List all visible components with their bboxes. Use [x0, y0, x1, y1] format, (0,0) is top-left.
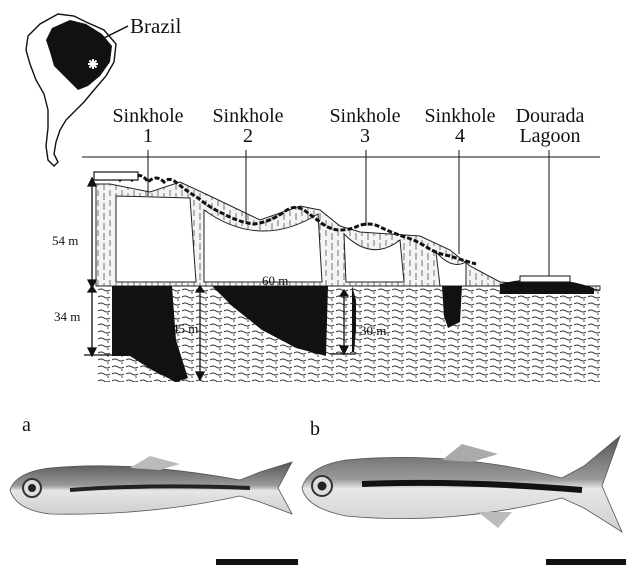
- height-54-label: 54 m: [52, 234, 78, 247]
- height-34-label: 34 m: [54, 310, 80, 323]
- brazil-leader-line: [104, 26, 128, 38]
- house-icon: [94, 172, 138, 180]
- sinkhole-2-label: Sinkhole 2: [198, 106, 298, 146]
- sinkhole-3-number: 3: [315, 126, 415, 146]
- lagoon-label-line1: Dourada: [510, 106, 590, 126]
- width-60-label: 60 m: [262, 274, 288, 287]
- scale-bar-a: [216, 559, 298, 565]
- scale-bar-b: [546, 559, 626, 565]
- sinkhole-4-label: Sinkhole 4: [410, 106, 510, 146]
- sinkhole-3-label: Sinkhole 3: [315, 106, 415, 146]
- panel-b-label: b: [310, 418, 320, 441]
- lagoon-boat: [520, 276, 570, 282]
- sinkhole-4-name: Sinkhole: [410, 106, 510, 126]
- fish-a-image: [10, 456, 292, 514]
- sinkhole-1-number: 1: [98, 126, 198, 146]
- sinkhole-2-name: Sinkhole: [198, 106, 298, 126]
- lagoon-label-line2: Lagoon: [510, 126, 590, 146]
- fish-b-image: [302, 436, 622, 532]
- lagoon-label: Dourada Lagoon: [510, 106, 590, 146]
- sinkhole-4-number: 4: [410, 126, 510, 146]
- sinkhole-3-name: Sinkhole: [315, 106, 415, 126]
- panel-a-label: a: [22, 414, 31, 437]
- brazil-label: Brazil: [130, 16, 181, 36]
- sinkhole-1-cavity: [116, 196, 196, 282]
- location-asterisk-icon: [88, 59, 98, 69]
- sinkhole-1-label: Sinkhole 1: [98, 106, 198, 146]
- sinkhole-1-name: Sinkhole: [98, 106, 198, 126]
- depth-30-label: 30 m: [360, 324, 386, 337]
- sinkhole-2-number: 2: [198, 126, 298, 146]
- depth-45-label: 45 m: [172, 322, 198, 335]
